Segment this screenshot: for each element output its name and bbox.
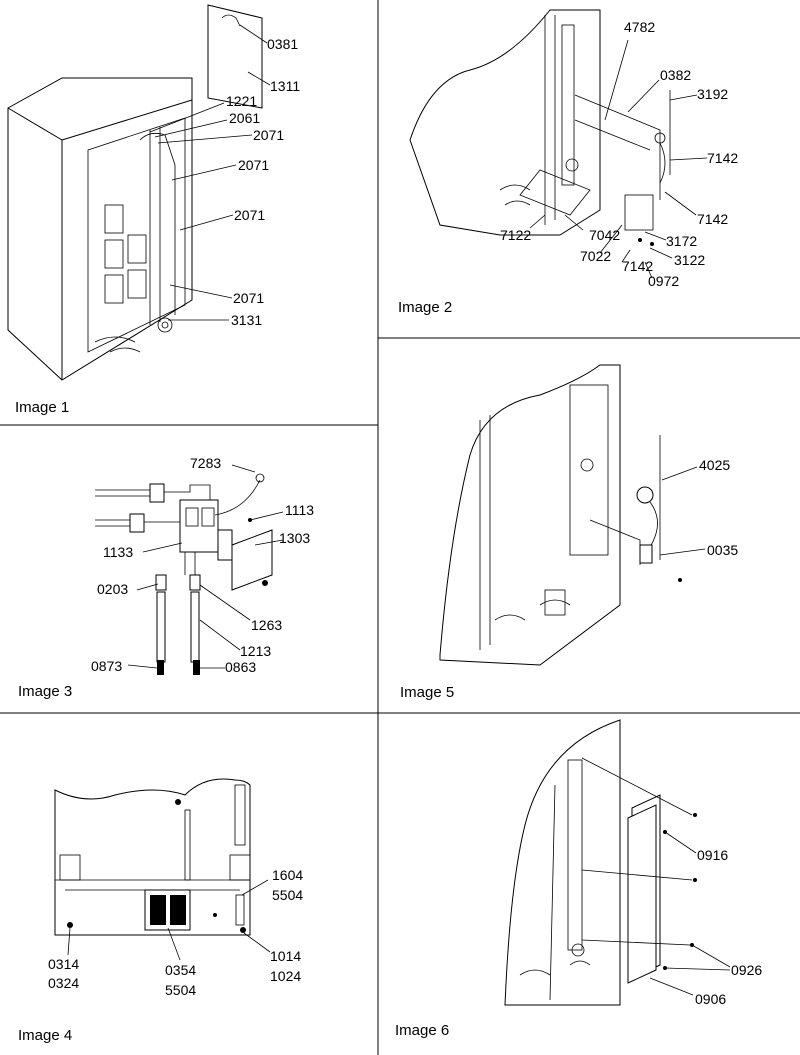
callout-7022: 7022 — [580, 248, 611, 264]
callout-2061: 2061 — [229, 110, 260, 126]
callout-0203: 0203 — [97, 581, 128, 597]
callout-2071-d: 2071 — [233, 290, 264, 306]
panel-2-leader-lines — [529, 39, 708, 279]
caption-image-1: Image 1 — [15, 399, 69, 416]
callout-1263: 1263 — [251, 617, 282, 633]
panel-3-leader-lines — [127, 464, 284, 669]
callout-7122: 7122 — [500, 227, 531, 243]
callout-0382: 0382 — [660, 67, 691, 83]
panel-6-leader-lines — [581, 757, 731, 996]
callout-0314: 0314 — [48, 956, 79, 972]
caption-image-6: Image 6 — [395, 1022, 449, 1039]
callout-5504-a: 5504 — [272, 887, 303, 903]
callout-7042: 7042 — [589, 227, 620, 243]
caption-image-4: Image 4 — [18, 1027, 72, 1044]
callout-7283: 7283 — [190, 455, 221, 471]
callout-2071-a: 2071 — [253, 127, 284, 143]
callout-3122: 3122 — [674, 252, 705, 268]
callout-2071-c: 2071 — [234, 207, 265, 223]
callout-0324: 0324 — [48, 975, 79, 991]
callout-7142-a: 7142 — [707, 150, 738, 166]
panel-image-3: 7283 1113 1303 1133 0203 1263 1213 0873 … — [18, 455, 314, 700]
panel-5-leader-lines — [659, 466, 706, 556]
panel-image-4: 1604 5504 0314 0324 0354 5504 1014 1024 … — [18, 778, 303, 1044]
callout-4025: 4025 — [699, 457, 730, 473]
callout-1303: 1303 — [279, 530, 310, 546]
cabinet-side-drawing — [439, 364, 682, 666]
refrigerator-cabinet-drawing — [7, 77, 193, 381]
panel-image-2: 4782 0382 3192 7142 7142 7122 7042 3172 … — [398, 9, 738, 316]
caption-image-3: Image 3 — [18, 683, 72, 700]
panel-image-6: 0916 0926 0906 Image 6 — [395, 719, 762, 1039]
callout-0354: 0354 — [165, 962, 196, 978]
callout-7142-b: 7142 — [697, 211, 728, 227]
side-panel-drawing — [627, 794, 661, 984]
callout-1133: 1133 — [103, 544, 133, 560]
callout-2071-b: 2071 — [238, 157, 269, 173]
cabinet-rear-drawing — [409, 9, 671, 246]
callout-3192: 3192 — [697, 86, 728, 102]
caption-image-5: Image 5 — [400, 684, 454, 701]
callout-5504-b: 5504 — [165, 982, 196, 998]
callout-0926: 0926 — [731, 962, 762, 978]
callout-0873: 0873 — [91, 658, 122, 674]
callout-4782: 4782 — [624, 19, 655, 35]
callout-0972: 0972 — [648, 273, 679, 289]
callout-1221: 1221 — [226, 93, 257, 109]
callout-1311: 1311 — [270, 78, 300, 94]
callout-0906: 0906 — [695, 991, 726, 1007]
callout-1024: 1024 — [270, 968, 301, 984]
callout-1213: 1213 — [240, 643, 271, 659]
callout-1014: 1014 — [270, 948, 301, 964]
callout-3131: 3131 — [231, 312, 262, 328]
panel-4-leader-lines — [67, 879, 271, 961]
caption-image-2: Image 2 — [398, 299, 452, 316]
cabinet-corner-drawing — [504, 719, 621, 1006]
machine-compartment-drawing — [54, 778, 251, 936]
callout-0381: 0381 — [267, 36, 298, 52]
panel-image-5: 4025 0035 Image 5 — [400, 364, 738, 701]
panel-1-leader-lines — [149, 24, 271, 321]
callout-0863: 0863 — [225, 659, 256, 675]
callout-7142-c: 7142 — [622, 258, 653, 274]
callout-0916: 0916 — [697, 847, 728, 863]
callout-1113: 1113 — [285, 502, 314, 518]
panel-image-1: 0381 1311 1221 2061 2071 2071 2071 2071 … — [7, 4, 300, 416]
water-valve-drawing — [95, 473, 273, 675]
callout-3172: 3172 — [666, 233, 697, 249]
callout-1604: 1604 — [272, 867, 303, 883]
callout-0035: 0035 — [707, 542, 738, 558]
panel-6-screws — [663, 813, 697, 970]
